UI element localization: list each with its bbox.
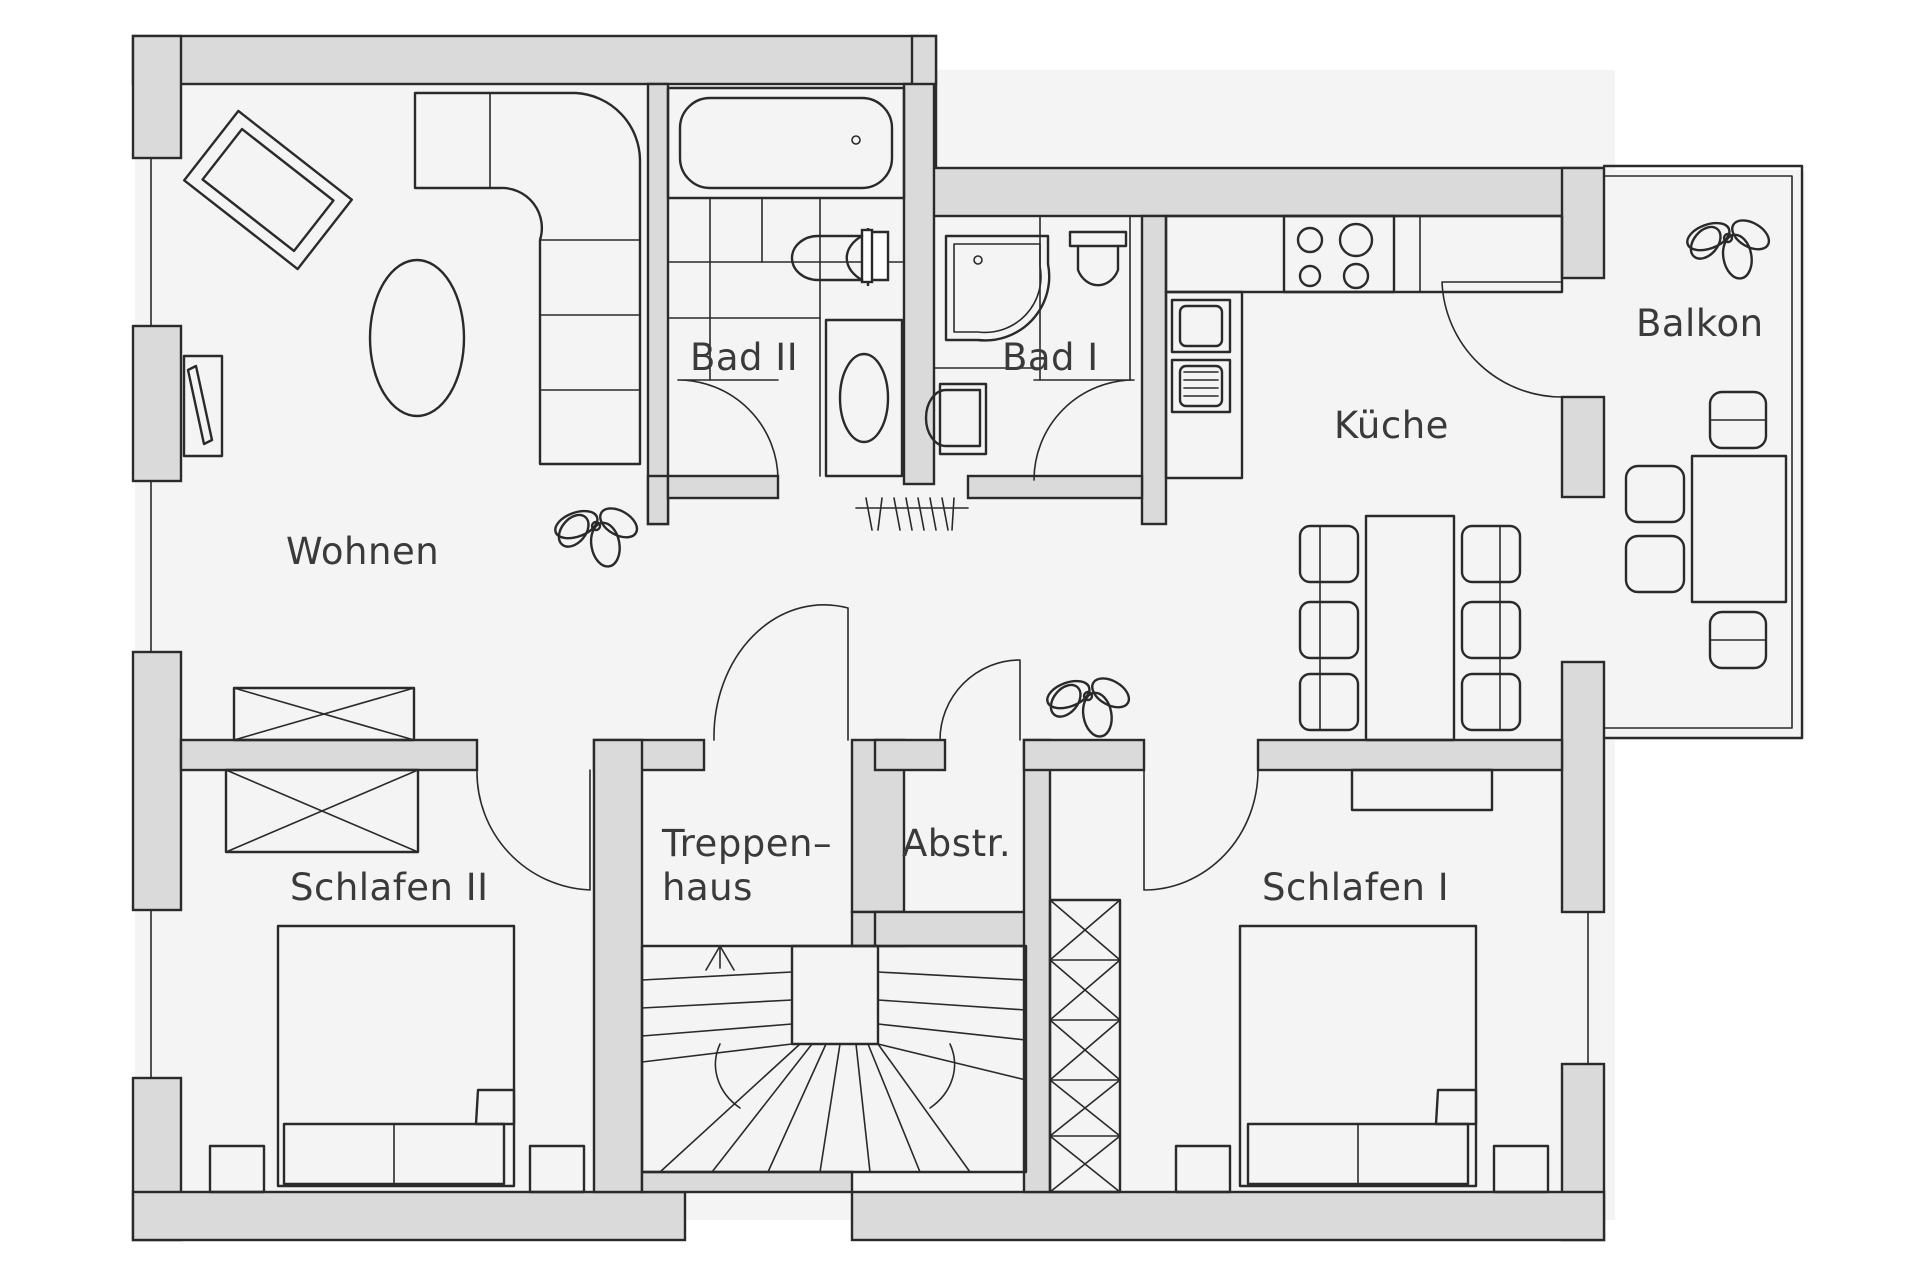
doors — [476, 281, 1563, 891]
schlafen2-furniture — [208, 768, 586, 1194]
schlafen1-furniture — [1048, 768, 1550, 1194]
door-treppenhaus — [713, 604, 849, 741]
plants — [554, 219, 1771, 738]
label-schlafen2: Schlafen II — [290, 866, 489, 909]
door-abstr — [939, 659, 1021, 741]
label-treppenhaus-1: Treppen– — [661, 822, 832, 865]
oval-table — [368, 258, 466, 418]
label-treppenhaus-2: haus — [662, 866, 753, 909]
door-bad2 — [677, 379, 779, 481]
plant-icon — [1046, 677, 1131, 738]
staircase — [640, 944, 1028, 1174]
label-wohnen: Wohnen — [286, 530, 439, 573]
label-balkon: Balkon — [1636, 302, 1764, 345]
kitchen-fixtures — [1164, 214, 1564, 742]
door-bad1 — [1033, 379, 1135, 481]
bad1-fixtures — [924, 215, 1131, 456]
balcony-outline — [1602, 164, 1804, 740]
armchair — [182, 109, 354, 271]
outer-walls — [131, 34, 1606, 1242]
door-schlafen1 — [1143, 769, 1259, 891]
corner-sofa — [413, 91, 642, 466]
label-schlafen1: Schlafen I — [1262, 866, 1449, 909]
plant-icon — [1686, 219, 1771, 280]
label-bad1: Bad I — [1002, 336, 1099, 379]
door-balkon — [1441, 281, 1563, 398]
door-schlafen2 — [476, 769, 591, 891]
room-labels: Wohnen Bad II Bad I Küche Balkon Treppen… — [286, 302, 1764, 909]
label-kueche: Küche — [1334, 404, 1449, 447]
balcony-furniture — [1624, 390, 1788, 670]
bad2-fixtures — [666, 86, 906, 478]
vent-marks — [855, 497, 969, 531]
floor-area — [135, 70, 1805, 1220]
label-bad2: Bad II — [690, 336, 798, 379]
plant-icon — [554, 507, 639, 568]
label-abstr: Abstr. — [902, 822, 1011, 865]
wohnen-furniture — [182, 91, 642, 742]
